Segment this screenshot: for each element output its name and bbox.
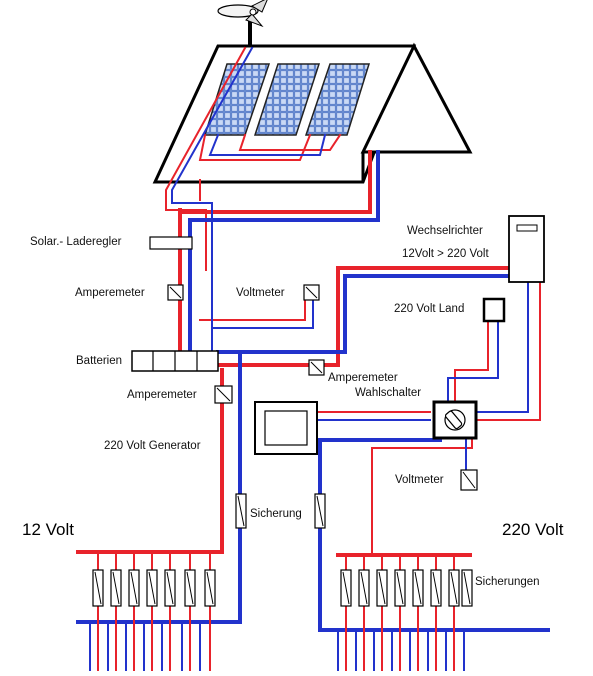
selector-switch-icon (432, 400, 478, 440)
ac-fuse-block (337, 555, 473, 671)
ammeter-3-icon (308, 359, 325, 376)
inverter-label-line1: Wechselrichter (407, 225, 483, 237)
shore-power-socket-icon (482, 297, 506, 323)
inverter-icon (508, 215, 545, 283)
solar-charge-controller-label: Solar.- Laderegler (30, 236, 122, 248)
dc-fuse-block (89, 552, 216, 671)
solar-charge-controller (149, 236, 193, 250)
shore-power-label: 220 Volt Land (394, 303, 465, 315)
inverter-label-line2: 12Volt > 220 Volt (402, 248, 489, 260)
generator-icon (254, 401, 318, 455)
ac-bus-label: 220 Volt (502, 520, 564, 539)
voltmeter-2-icon (460, 469, 478, 491)
voltmeter-1-icon (303, 284, 320, 301)
batteries-label: Batterien (76, 355, 123, 367)
selector-switch-label: Wahlschalter (355, 387, 422, 399)
fuse-220v-main-icon (314, 493, 326, 529)
dc-bus-label: 12 Volt (22, 520, 74, 539)
fuse-label: Sicherung (250, 508, 302, 520)
ammeter-3-label: Amperemeter (328, 372, 398, 384)
ammeter-1-icon (167, 284, 184, 301)
fuse-12v-main-icon (235, 493, 247, 529)
wind-turbine-icon (217, 0, 268, 50)
ammeter-2-icon (214, 385, 233, 404)
ammeter-1-label: Amperemeter (75, 287, 145, 299)
fuses-label: Sicherungen (475, 576, 540, 588)
ammeter-2-label: Amperemeter (127, 389, 197, 401)
voltmeter-2-label: Voltmeter (395, 474, 444, 486)
generator-label: 220 Volt Generator (104, 440, 201, 452)
battery-bank-icon (131, 350, 219, 372)
voltmeter-1-label: Voltmeter (236, 287, 285, 299)
